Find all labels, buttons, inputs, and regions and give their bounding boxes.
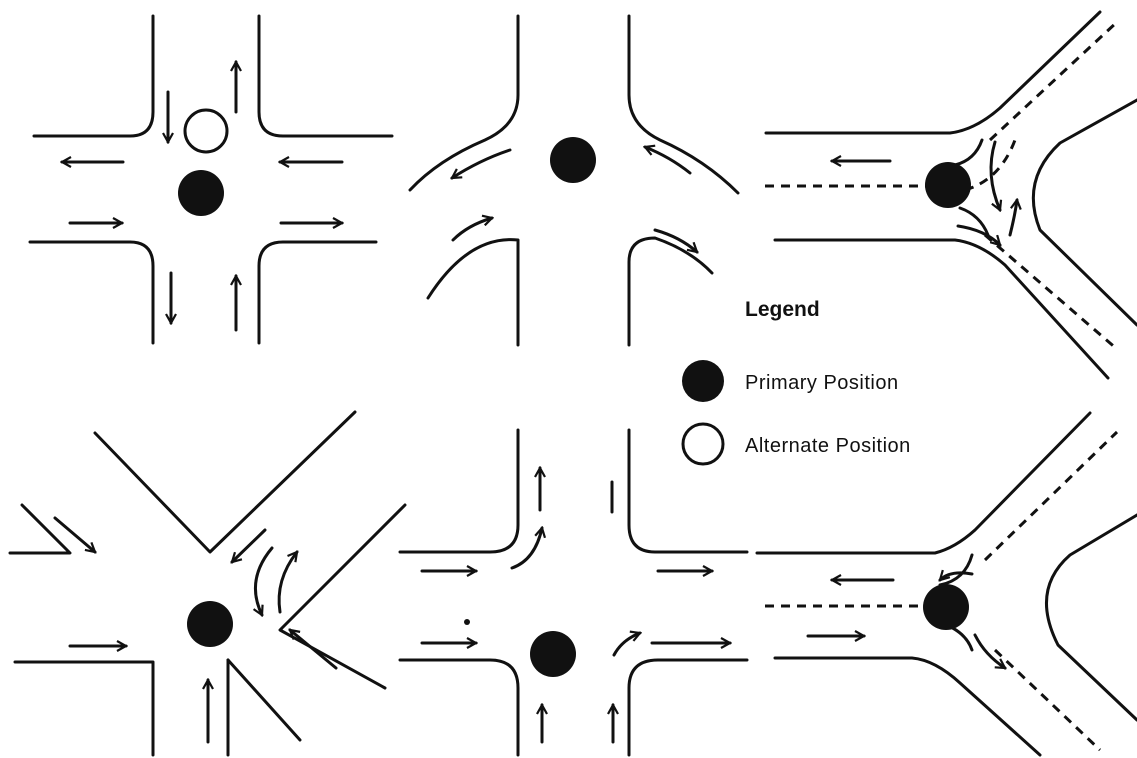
road-edges (8, 410, 407, 757)
legend-primary-swatch (682, 360, 724, 402)
road-edges (408, 14, 740, 347)
legend-alternate-label: Alternate Position (745, 435, 911, 457)
panel-y-intersection (755, 411, 1137, 757)
alternate-position-marker (183, 108, 229, 154)
primary-position-marker (187, 601, 233, 647)
road-edges (398, 428, 749, 757)
panel-skewed-intersection (8, 410, 407, 757)
dot-mark (464, 619, 470, 625)
legend-alternate-swatch (681, 422, 725, 466)
traffic-arrows (62, 62, 342, 332)
dashed-lane-lines (765, 430, 1119, 752)
panel-t-intersection (408, 14, 740, 347)
road-edges (28, 14, 394, 345)
traffic-arrows (53, 516, 338, 744)
traffic-arrows (832, 140, 1017, 245)
traffic-arrows (452, 147, 697, 254)
panel-four-way-intersection (28, 14, 394, 345)
legend-title: Legend (745, 298, 820, 321)
primary-position-marker (925, 162, 971, 208)
road-edges (755, 411, 1137, 757)
panel-y-intersection-island (764, 10, 1137, 380)
legend-primary-label: Primary Position (745, 372, 899, 394)
primary-position-marker (530, 631, 576, 677)
primary-position-marker (550, 137, 596, 183)
traffic-arrows (420, 468, 730, 744)
dashed-lane-lines (765, 20, 1119, 352)
legend: Legend Primary Position Alternate Positi… (681, 298, 911, 466)
primary-position-marker (923, 584, 969, 630)
traffic-arrows (806, 573, 1005, 670)
primary-position-marker (178, 170, 224, 216)
panel-offset-intersection (398, 428, 749, 757)
road-edges (764, 10, 1137, 380)
